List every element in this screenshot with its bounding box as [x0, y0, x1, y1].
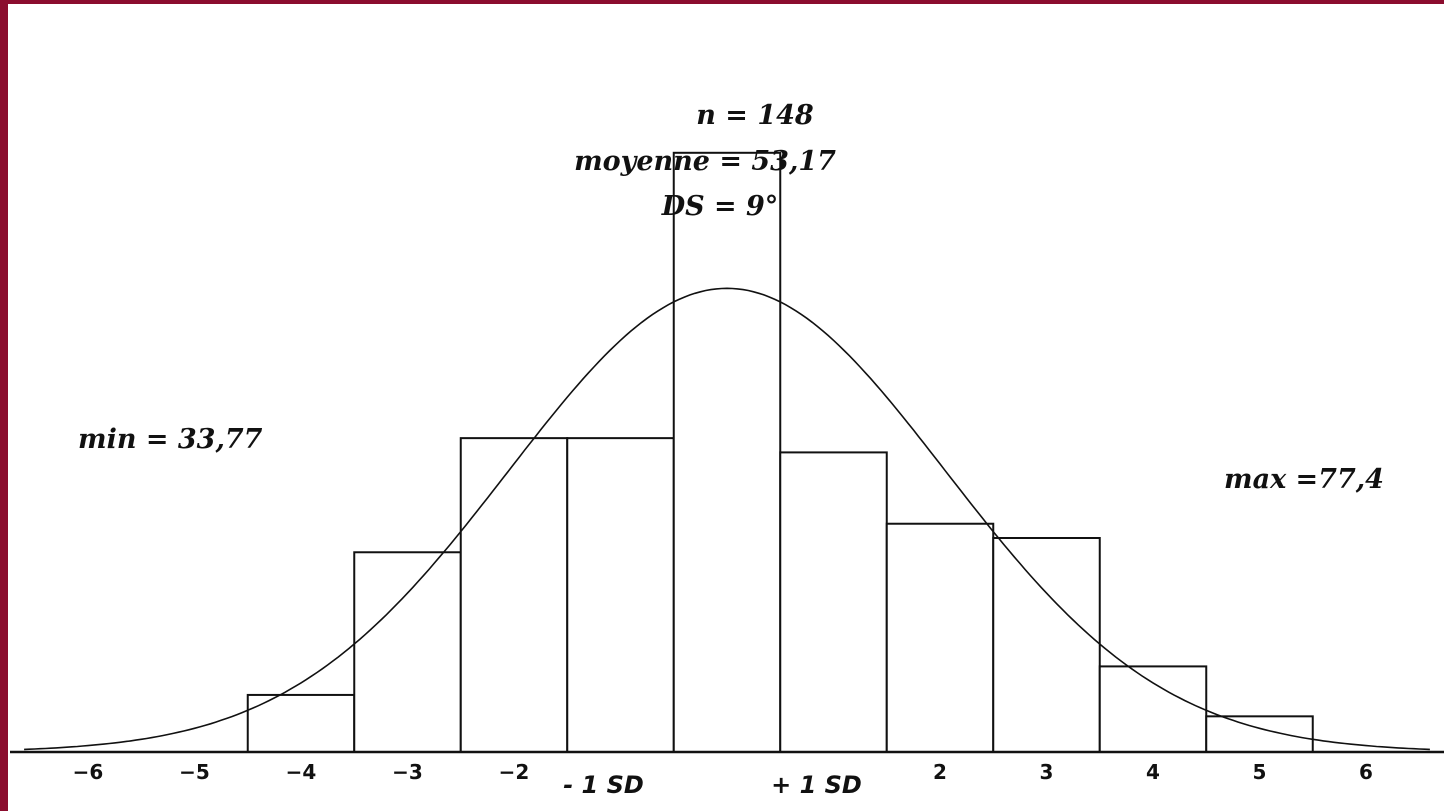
histogram-bar	[779, 451, 888, 753]
histogram-bar	[1205, 715, 1314, 753]
histogram-bar	[459, 437, 569, 753]
stat-sd: DS = 9°	[661, 191, 779, 222]
histogram-bars	[246, 151, 1314, 754]
x-tick-label: −4	[286, 760, 317, 784]
stat-mean: moyenne = 53,17	[574, 146, 836, 177]
normal-curve	[24, 287, 1430, 751]
x-tick-label: 3	[1040, 760, 1054, 784]
stat-min: min = 33,77	[78, 424, 263, 455]
x-tick-label: −3	[392, 760, 423, 784]
histogram-bar	[885, 522, 995, 753]
x-tick-label: 4	[1146, 760, 1160, 784]
x-tick-label: 5	[1253, 760, 1267, 784]
histogram-bar	[1098, 665, 1208, 754]
histogram-bar	[246, 693, 356, 754]
histogram-bar	[353, 551, 462, 753]
x-tick-label: −6	[73, 760, 104, 784]
stat-max: max =77,4	[1224, 464, 1384, 495]
x-tick-label: 2	[933, 760, 947, 784]
x-axis-ticks: −6 −5 −4 −3 −2 2 3 4 5 6	[73, 760, 1373, 784]
x-tick-label: −2	[499, 760, 530, 784]
histogram-bar	[992, 537, 1101, 753]
stat-n: n = 148	[696, 100, 814, 131]
histogram-bar	[672, 151, 782, 754]
x-tick-label: −5	[179, 760, 210, 784]
sd-label: + 1 SD	[771, 771, 862, 799]
x-tick-label: 6	[1359, 760, 1373, 784]
histogram-bar	[566, 437, 675, 753]
sd-label: - 1 SD	[563, 771, 644, 799]
sd-labels: - 1 SD + 1 SD	[563, 771, 862, 799]
